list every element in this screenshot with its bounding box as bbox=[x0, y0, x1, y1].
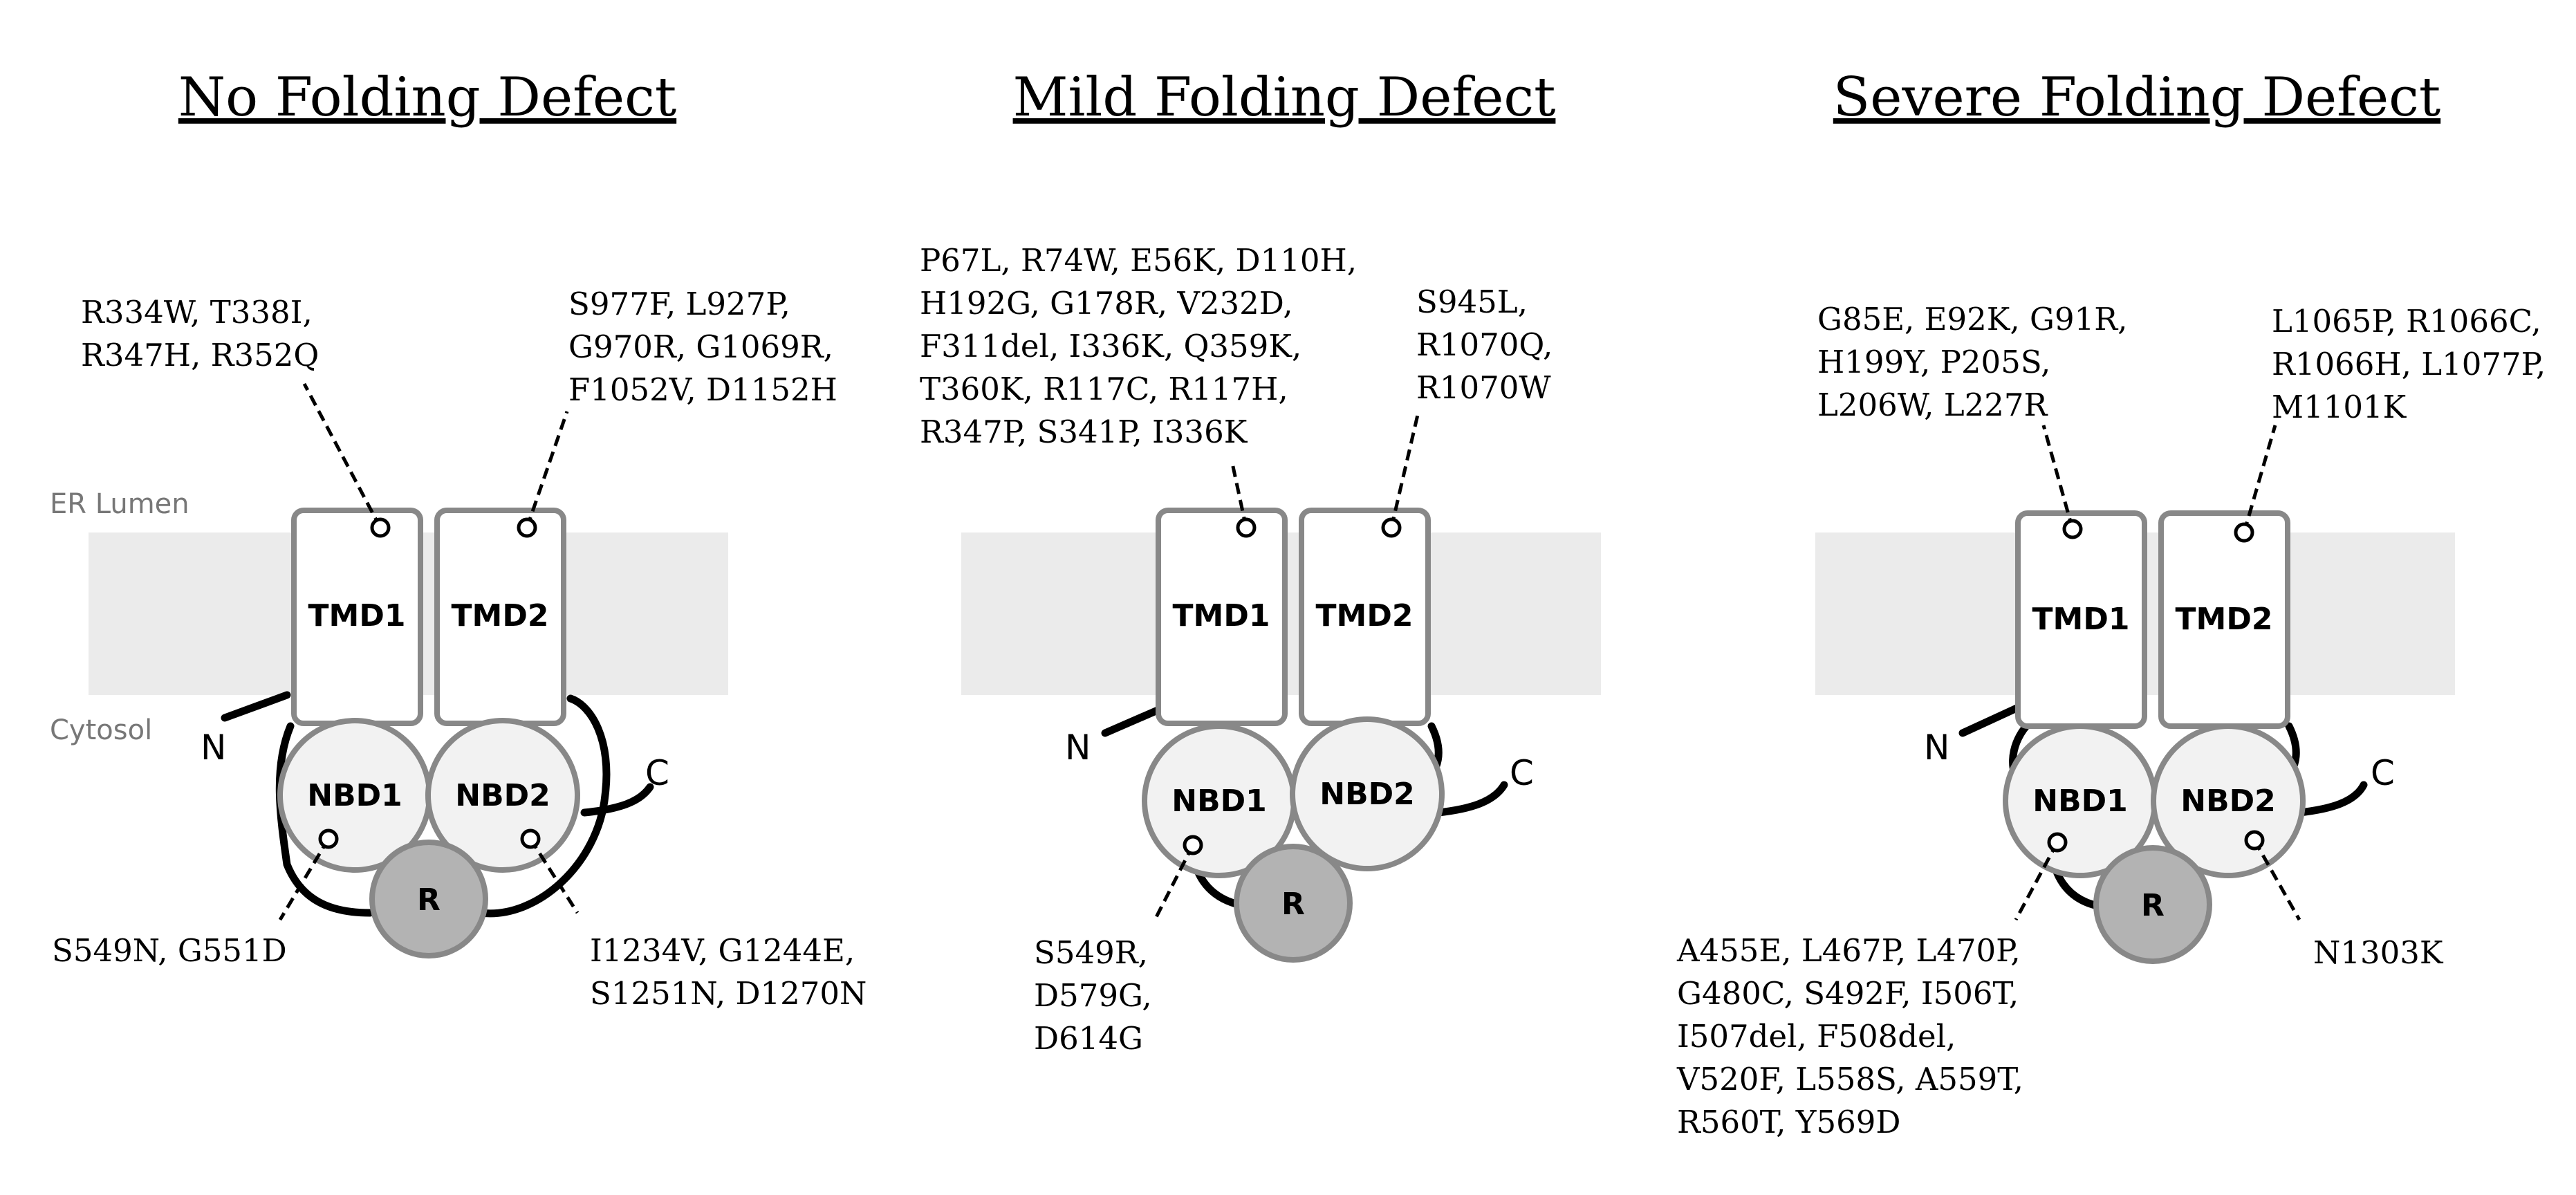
tmd1-mutation-site bbox=[1236, 517, 1257, 538]
er-lumen-label: ER Lumen bbox=[50, 488, 189, 520]
tmd1-callout-line bbox=[2041, 425, 2075, 530]
tmd1-mutation-site bbox=[2062, 519, 2083, 539]
c-terminus-tail bbox=[2295, 781, 2368, 817]
nbd1-r-linker bbox=[275, 722, 374, 917]
c-terminus-tail bbox=[1434, 781, 1508, 817]
r-label: R bbox=[1281, 887, 1305, 922]
r-domain bbox=[2093, 845, 2212, 964]
n-terminus-tail bbox=[1958, 701, 2027, 737]
panel-mild-folding-defect: Mild Folding Defect TMD1 TMD2 NBD1 NBD2 … bbox=[920, 66, 1601, 1057]
nbd2-domain bbox=[2151, 723, 2306, 878]
n-terminus-label: N bbox=[201, 728, 226, 768]
tmd2-label: TMD2 bbox=[1316, 598, 1414, 633]
tmd2-mutation-list: S945L, R1070Q, R1070W bbox=[1416, 284, 1563, 406]
c-terminus-label: C bbox=[1510, 753, 1534, 793]
tmd2-label: TMD2 bbox=[452, 598, 549, 633]
tmd1-label: TMD1 bbox=[2032, 602, 2130, 637]
nbd2-label: NBD2 bbox=[1319, 777, 1415, 812]
n-terminus-label: N bbox=[1065, 728, 1091, 768]
tmd1-callout-line bbox=[302, 382, 382, 529]
nbd2-callout-line bbox=[2252, 839, 2301, 921]
tmd1-label: TMD1 bbox=[1173, 598, 1270, 633]
tmd2-callout-line bbox=[525, 411, 569, 528]
tmd1-mutation-list: R334W, T338I, R347H, R352Q bbox=[81, 294, 322, 373]
tmd1-callout-line bbox=[1230, 463, 1248, 528]
tmd1-domain bbox=[1156, 508, 1288, 726]
panel-title: Severe Folding Defect bbox=[1833, 66, 2440, 129]
nbd1-mutation-site bbox=[318, 828, 339, 849]
c-terminus-label: C bbox=[645, 753, 669, 793]
nbd2-callout-line bbox=[528, 837, 580, 914]
tmd2-mutation-site bbox=[517, 517, 537, 538]
n-terminus-label: N bbox=[1924, 728, 1949, 768]
nbd2-label: NBD2 bbox=[455, 778, 550, 813]
nbd1-mutation-site bbox=[2047, 832, 2068, 853]
nbd1-mutation-list: S549R, D579G, D614G bbox=[1034, 934, 1162, 1057]
nbd2-domain bbox=[1290, 716, 1445, 871]
nbd2-mutation-list: N1303K bbox=[2313, 934, 2444, 971]
cytosol-label: Cytosol bbox=[50, 714, 152, 746]
nbd1-callout-line bbox=[278, 837, 331, 921]
nbd1-label: NBD1 bbox=[2032, 784, 2128, 819]
tmd1-mutation-site bbox=[370, 517, 391, 538]
panel-title: No Folding Defect bbox=[178, 66, 676, 129]
nbd1-mutation-list: A455E, L467P, L470P, G480C, S492F, I506T… bbox=[1676, 932, 2033, 1140]
nbd2-domain bbox=[425, 718, 580, 873]
panel-severe-folding-defect: Severe Folding Defect TMD1 TMD2 NBD1 NBD… bbox=[1676, 66, 2555, 1140]
tmd2-callout-line bbox=[1389, 414, 1420, 528]
r-domain bbox=[369, 840, 488, 958]
nbd1-mutation-list: S549N, G551D bbox=[52, 932, 287, 969]
nbd1-callout-line bbox=[1153, 844, 1195, 921]
nbd2-label: NBD2 bbox=[2180, 784, 2276, 819]
tmd2-mutation-site bbox=[2234, 522, 2254, 543]
r-label: R bbox=[2141, 888, 2165, 923]
tmd1-label: TMD1 bbox=[308, 598, 406, 633]
tmd2-mutation-list: L1065P, R1066C, R1066H, L1077P, M1101K bbox=[2272, 303, 2555, 425]
tmd1-mutation-list: P67L, R74W, E56K, D110H, H192G, G178R, V… bbox=[920, 242, 1366, 450]
tmd2-mutation-list: S977F, L927P, G970R, G1069R, F1052V, D11… bbox=[568, 286, 843, 408]
c-terminus-label: C bbox=[2371, 753, 2395, 793]
n-terminus-tail bbox=[221, 691, 291, 722]
nbd1-mutation-site bbox=[1183, 835, 1203, 855]
tmd2-callout-line bbox=[2242, 425, 2277, 533]
r-domain bbox=[1234, 844, 1353, 963]
r-label: R bbox=[417, 882, 441, 918]
nbd2-mutation-list: I1234V, G1244E, S1251N, D1270N bbox=[590, 932, 867, 1012]
c-terminus-tail bbox=[580, 783, 654, 817]
nbd2-mutation-site bbox=[520, 828, 541, 849]
nbd2-mutation-site bbox=[2244, 830, 2265, 851]
tmd2-label: TMD2 bbox=[2176, 602, 2273, 637]
tmd2-mutation-site bbox=[1381, 517, 1402, 538]
tmd1-mutation-list: G85E, E92K, G91R, H199Y, P205S, L206W, L… bbox=[1817, 301, 2138, 423]
panel-title: Mild Folding Defect bbox=[1013, 66, 1556, 129]
nbd1-label: NBD1 bbox=[307, 778, 402, 813]
nbd1-label: NBD1 bbox=[1171, 784, 1267, 819]
panel-no-folding-defect: No Folding Defect TMD1 TMD2 NBD1 NBD2 R … bbox=[52, 66, 867, 1012]
nbd1-callout-line bbox=[2014, 841, 2059, 921]
